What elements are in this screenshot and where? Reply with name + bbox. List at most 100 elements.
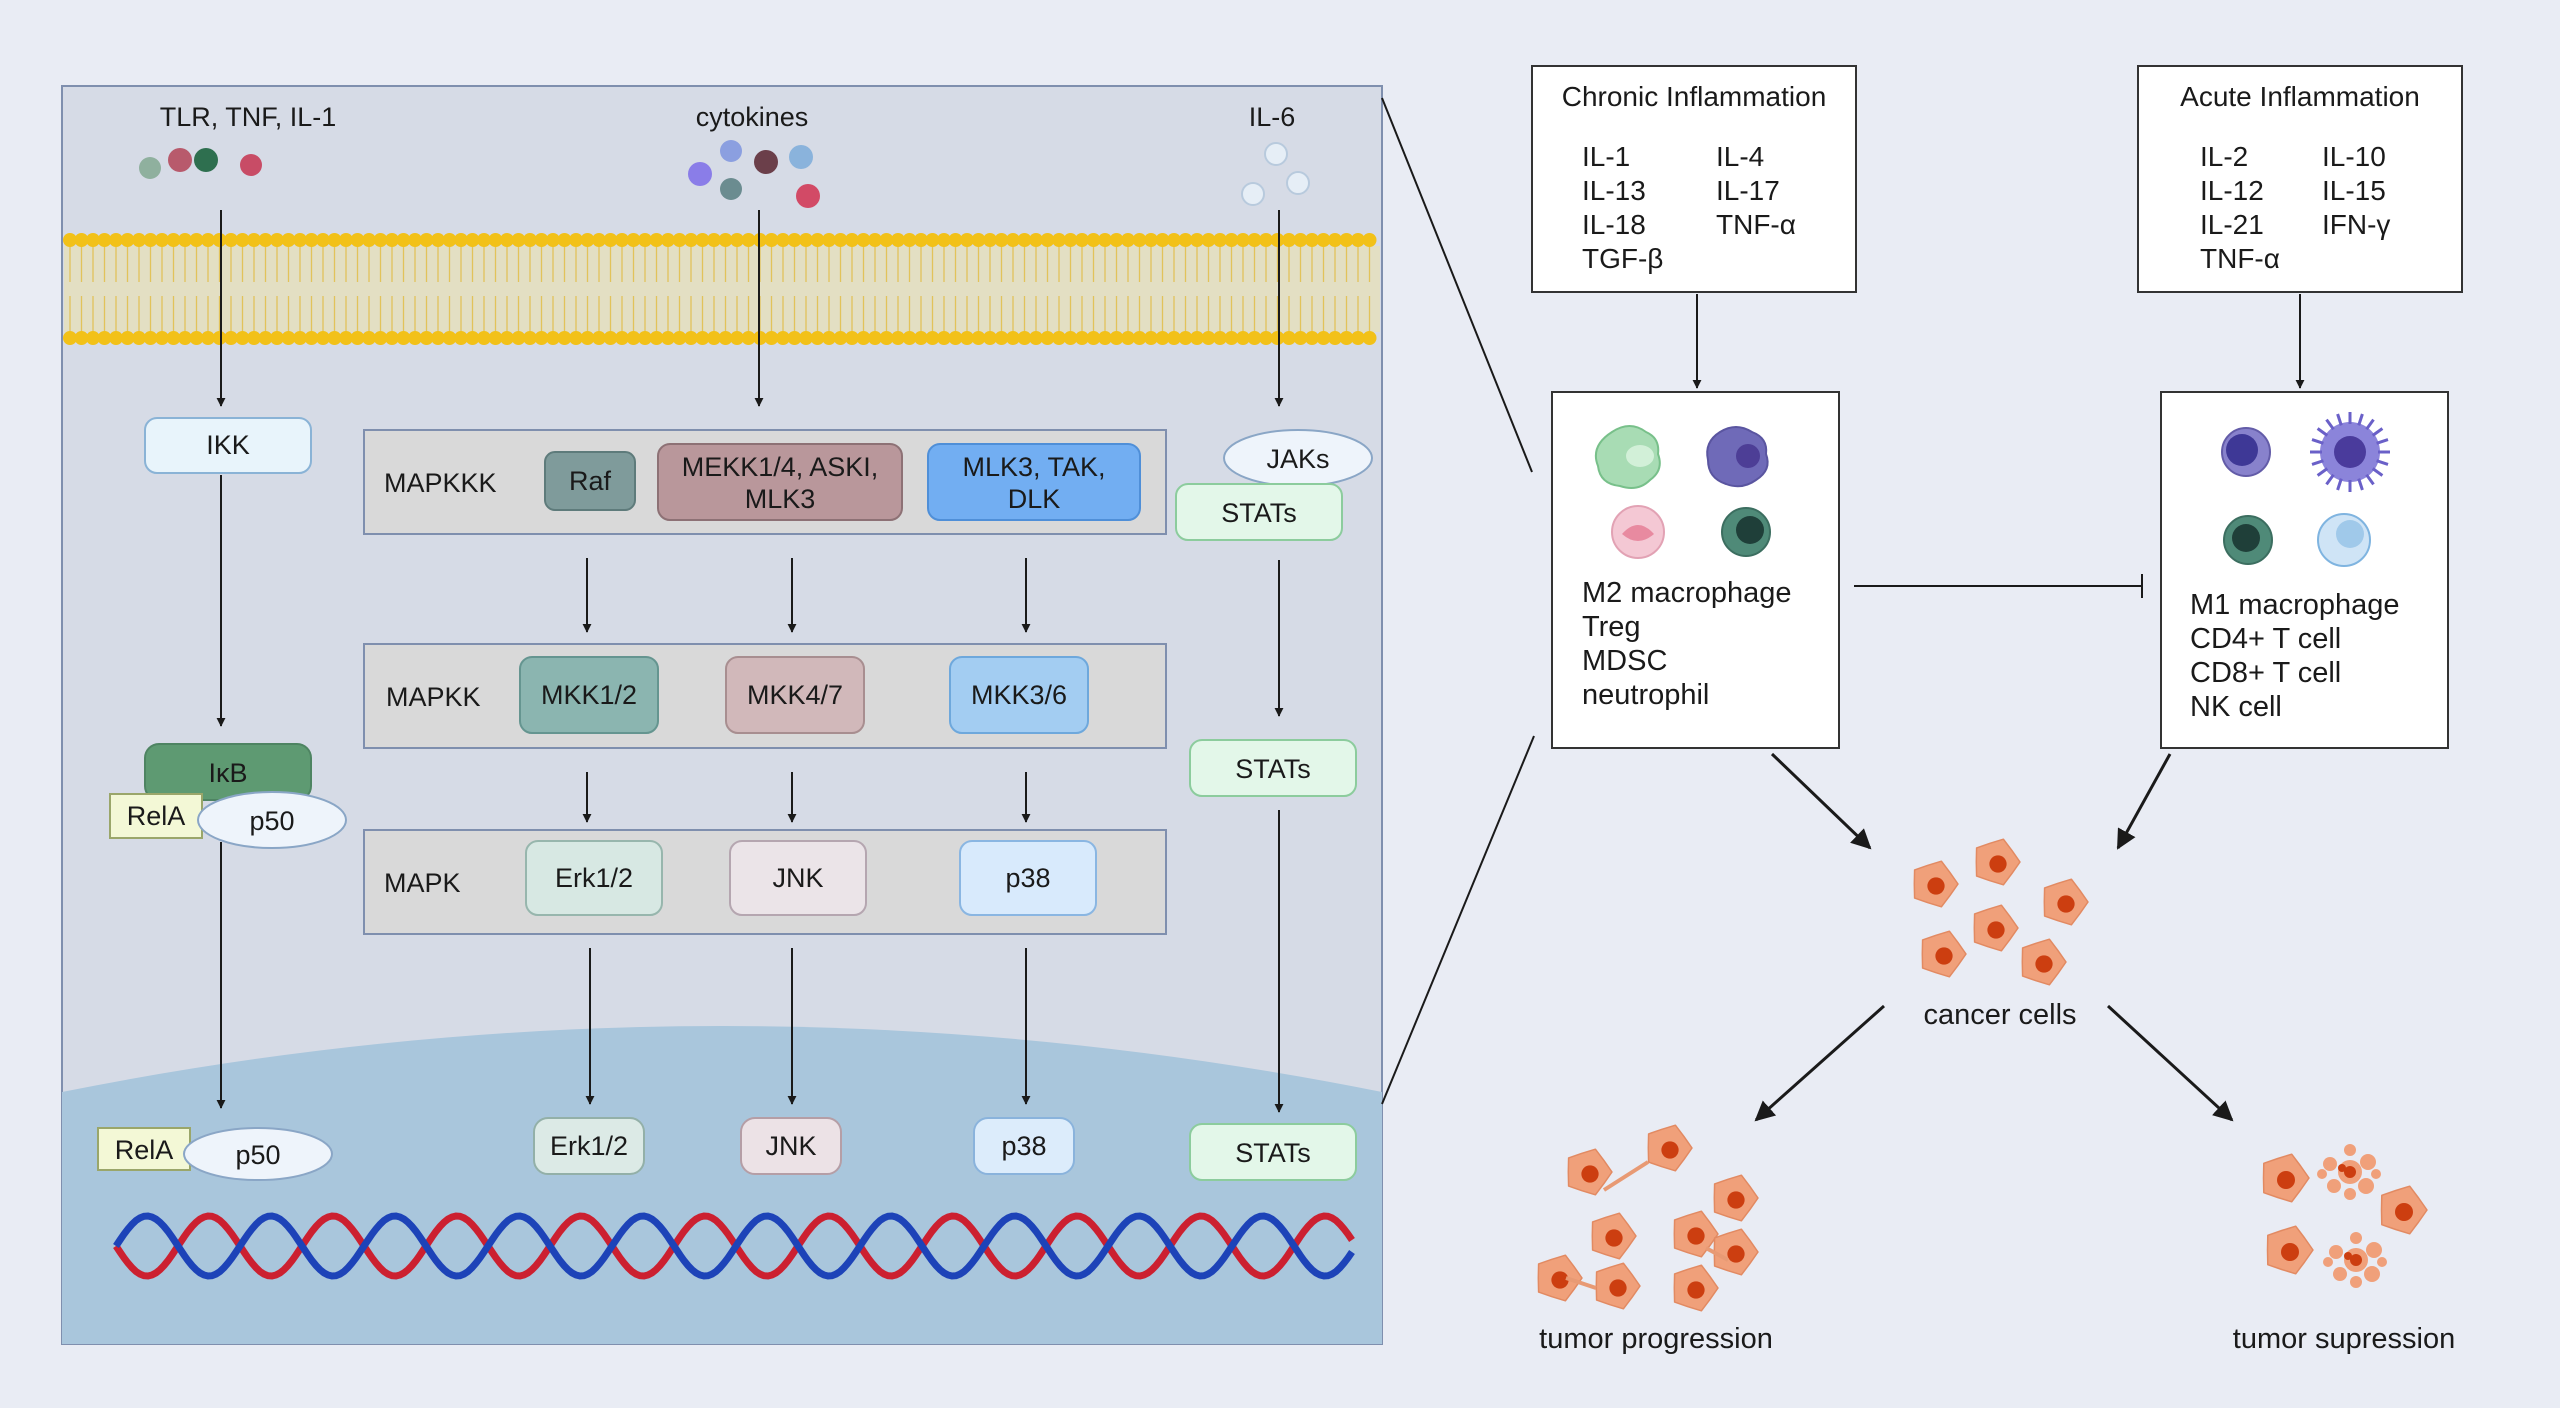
ikb-label: IκB bbox=[208, 758, 247, 788]
il6-label: IL-6 bbox=[1249, 102, 1296, 132]
jnk-label: JNK bbox=[772, 863, 823, 893]
cancer-cell-icon bbox=[1921, 930, 1967, 978]
jnk-box bbox=[729, 840, 867, 916]
ikk-box bbox=[144, 417, 312, 474]
tumor-progression-cells bbox=[1537, 1124, 1759, 1312]
m2-cell-label: neutrophil bbox=[1582, 679, 1709, 711]
acute-inflammation-panel: Acute Inflammation IL-2 IL-10 IL-12 IL-1… bbox=[2137, 65, 2463, 293]
m1-macrophage-icon bbox=[2221, 427, 2271, 477]
jnk-nucleus-label: JNK bbox=[765, 1131, 816, 1161]
mapkkk-label: MAPKKK bbox=[384, 468, 497, 498]
erk-nucleus-box bbox=[533, 1117, 645, 1175]
cancer-cell-icon bbox=[1913, 860, 1959, 908]
p50-ellipse bbox=[197, 791, 347, 849]
rela-nucleus-label: RelA bbox=[115, 1135, 174, 1165]
treg-icon bbox=[1706, 426, 1769, 488]
chronic-inflammation-title: Chronic Inflammation bbox=[1562, 81, 1827, 112]
acute-cytokine: IL-10 bbox=[2322, 141, 2386, 172]
mekk-label-line2: MLK3 bbox=[745, 484, 816, 514]
cytokines-label: cytokines bbox=[696, 102, 809, 132]
p50-nucleus-ellipse bbox=[183, 1127, 333, 1181]
cancer-cell-icon bbox=[1973, 904, 2019, 952]
m2-cell-label: M2 macrophage bbox=[1582, 577, 1792, 609]
p38-box bbox=[959, 840, 1097, 916]
mapk-label: MAPK bbox=[384, 868, 461, 898]
mkk47-box bbox=[725, 656, 865, 734]
p38-label: p38 bbox=[1005, 863, 1050, 893]
tumor-suppression-cells bbox=[2262, 1144, 2428, 1288]
cancer-cells-label: cancer cells bbox=[1923, 999, 2076, 1031]
mkk47-label: MKK4/7 bbox=[747, 680, 843, 710]
m1-cell-label: NK cell bbox=[2190, 691, 2282, 723]
cancer-cell-icon bbox=[1567, 1148, 1613, 1196]
chronic-cytokine: IL-1 bbox=[1582, 141, 1630, 172]
m2-macrophage-icon bbox=[1594, 425, 1661, 489]
chronic-cytokine: IL-17 bbox=[1716, 175, 1780, 206]
nfkb-pathway: IKK IκB RelA p50 RelA p50 bbox=[97, 210, 347, 1181]
mlk-box bbox=[927, 443, 1141, 521]
m2-cells-panel: M2 macrophage Treg MDSC neutrophil bbox=[1551, 391, 1840, 749]
nucleus-region bbox=[62, 1026, 1382, 1344]
stats-box-2 bbox=[1189, 739, 1357, 797]
chronic-cytokine: IL-13 bbox=[1582, 175, 1646, 206]
acute-inflammation-box bbox=[2137, 65, 2463, 293]
zoom-connectors bbox=[1381, 97, 1535, 1105]
erk-label: Erk1/2 bbox=[555, 863, 633, 893]
acute-inflammation-title: Acute Inflammation bbox=[2180, 81, 2420, 112]
acute-cytokine: IL-15 bbox=[2322, 175, 2386, 206]
mkk12-label: MKK1/2 bbox=[541, 680, 637, 710]
cancer-cell-icon bbox=[1673, 1210, 1719, 1258]
rela-box bbox=[109, 793, 203, 839]
cancer-cell-icon bbox=[1647, 1124, 1693, 1172]
tumor-progression-label: tumor progression bbox=[1539, 1323, 1773, 1355]
m1-cell-label: CD8+ T cell bbox=[2190, 657, 2341, 689]
m2-to-cancer-arrow bbox=[1770, 752, 1872, 850]
mapkk-label: MAPKK bbox=[386, 682, 481, 712]
mlk-label-line2: DLK bbox=[1008, 484, 1061, 514]
chronic-inflammation-panel: Chronic Inflammation IL-1 IL-4 IL-13 IL-… bbox=[1531, 65, 1857, 293]
chronic-inflammation-box bbox=[1531, 65, 1857, 293]
cancer-cell-icon bbox=[2043, 878, 2089, 926]
to-suppression-arrow bbox=[2106, 1004, 2234, 1122]
raf-label: Raf bbox=[569, 466, 612, 496]
p50-label: p50 bbox=[249, 806, 294, 836]
inhibition-line bbox=[1854, 574, 2143, 598]
chronic-cytokine: IL-4 bbox=[1716, 141, 1764, 172]
to-progression-arrow bbox=[1754, 1004, 1885, 1122]
apoptotic-cell-icon bbox=[2323, 1232, 2387, 1288]
mlk-label-line1: MLK3, TAK, bbox=[962, 452, 1105, 482]
p50-nucleus-label: p50 bbox=[235, 1140, 280, 1170]
tlr-ligand-molecules bbox=[139, 148, 262, 179]
acute-cytokine: IL-12 bbox=[2200, 175, 2264, 206]
chronic-cytokine: TNF-α bbox=[1716, 209, 1796, 240]
acute-cytokine: TNF-α bbox=[2200, 243, 2280, 274]
jakstat-pathway: JAKs STATs STATs STATs bbox=[1175, 210, 1373, 1181]
rela-nucleus-box bbox=[97, 1127, 191, 1171]
cancer-cell-icon bbox=[1975, 838, 2021, 886]
neutrophil-icon bbox=[1721, 507, 1771, 557]
stats-label-1: STATs bbox=[1221, 498, 1297, 528]
erk-nucleus-label: Erk1/2 bbox=[550, 1131, 628, 1161]
m1-cells-box bbox=[2160, 391, 2449, 749]
mkk36-box bbox=[949, 656, 1089, 734]
mekk-box bbox=[657, 443, 903, 521]
m2-cell-label: MDSC bbox=[1582, 645, 1667, 677]
tlr-label: TLR, TNF, IL-1 bbox=[160, 102, 337, 132]
mkk36-label: MKK3/6 bbox=[971, 680, 1067, 710]
ligands bbox=[139, 140, 1310, 208]
cancer-cell-icon bbox=[1595, 1262, 1641, 1310]
cancer-cells-cluster bbox=[1913, 838, 2089, 986]
m1-cells-panel: M1 macrophage CD4+ T cell CD8+ T cell NK… bbox=[2160, 391, 2449, 749]
cancer-cell-icon bbox=[2266, 1225, 2314, 1275]
stats-nucleus-box bbox=[1189, 1123, 1357, 1181]
chronic-cytokine: TGF-β bbox=[1582, 243, 1663, 274]
stats-label-2: STATs bbox=[1235, 754, 1311, 784]
tumor-suppression-label: tumor supression bbox=[2233, 1323, 2455, 1355]
m2-cell-label: Treg bbox=[1582, 611, 1641, 643]
cancer-cell-icon bbox=[1537, 1254, 1583, 1302]
cancer-cell-icon bbox=[2262, 1153, 2310, 1203]
jnk-nucleus-box bbox=[740, 1117, 842, 1175]
mkk12-box bbox=[519, 656, 659, 734]
cd8-t-cell-icon bbox=[2317, 513, 2371, 567]
